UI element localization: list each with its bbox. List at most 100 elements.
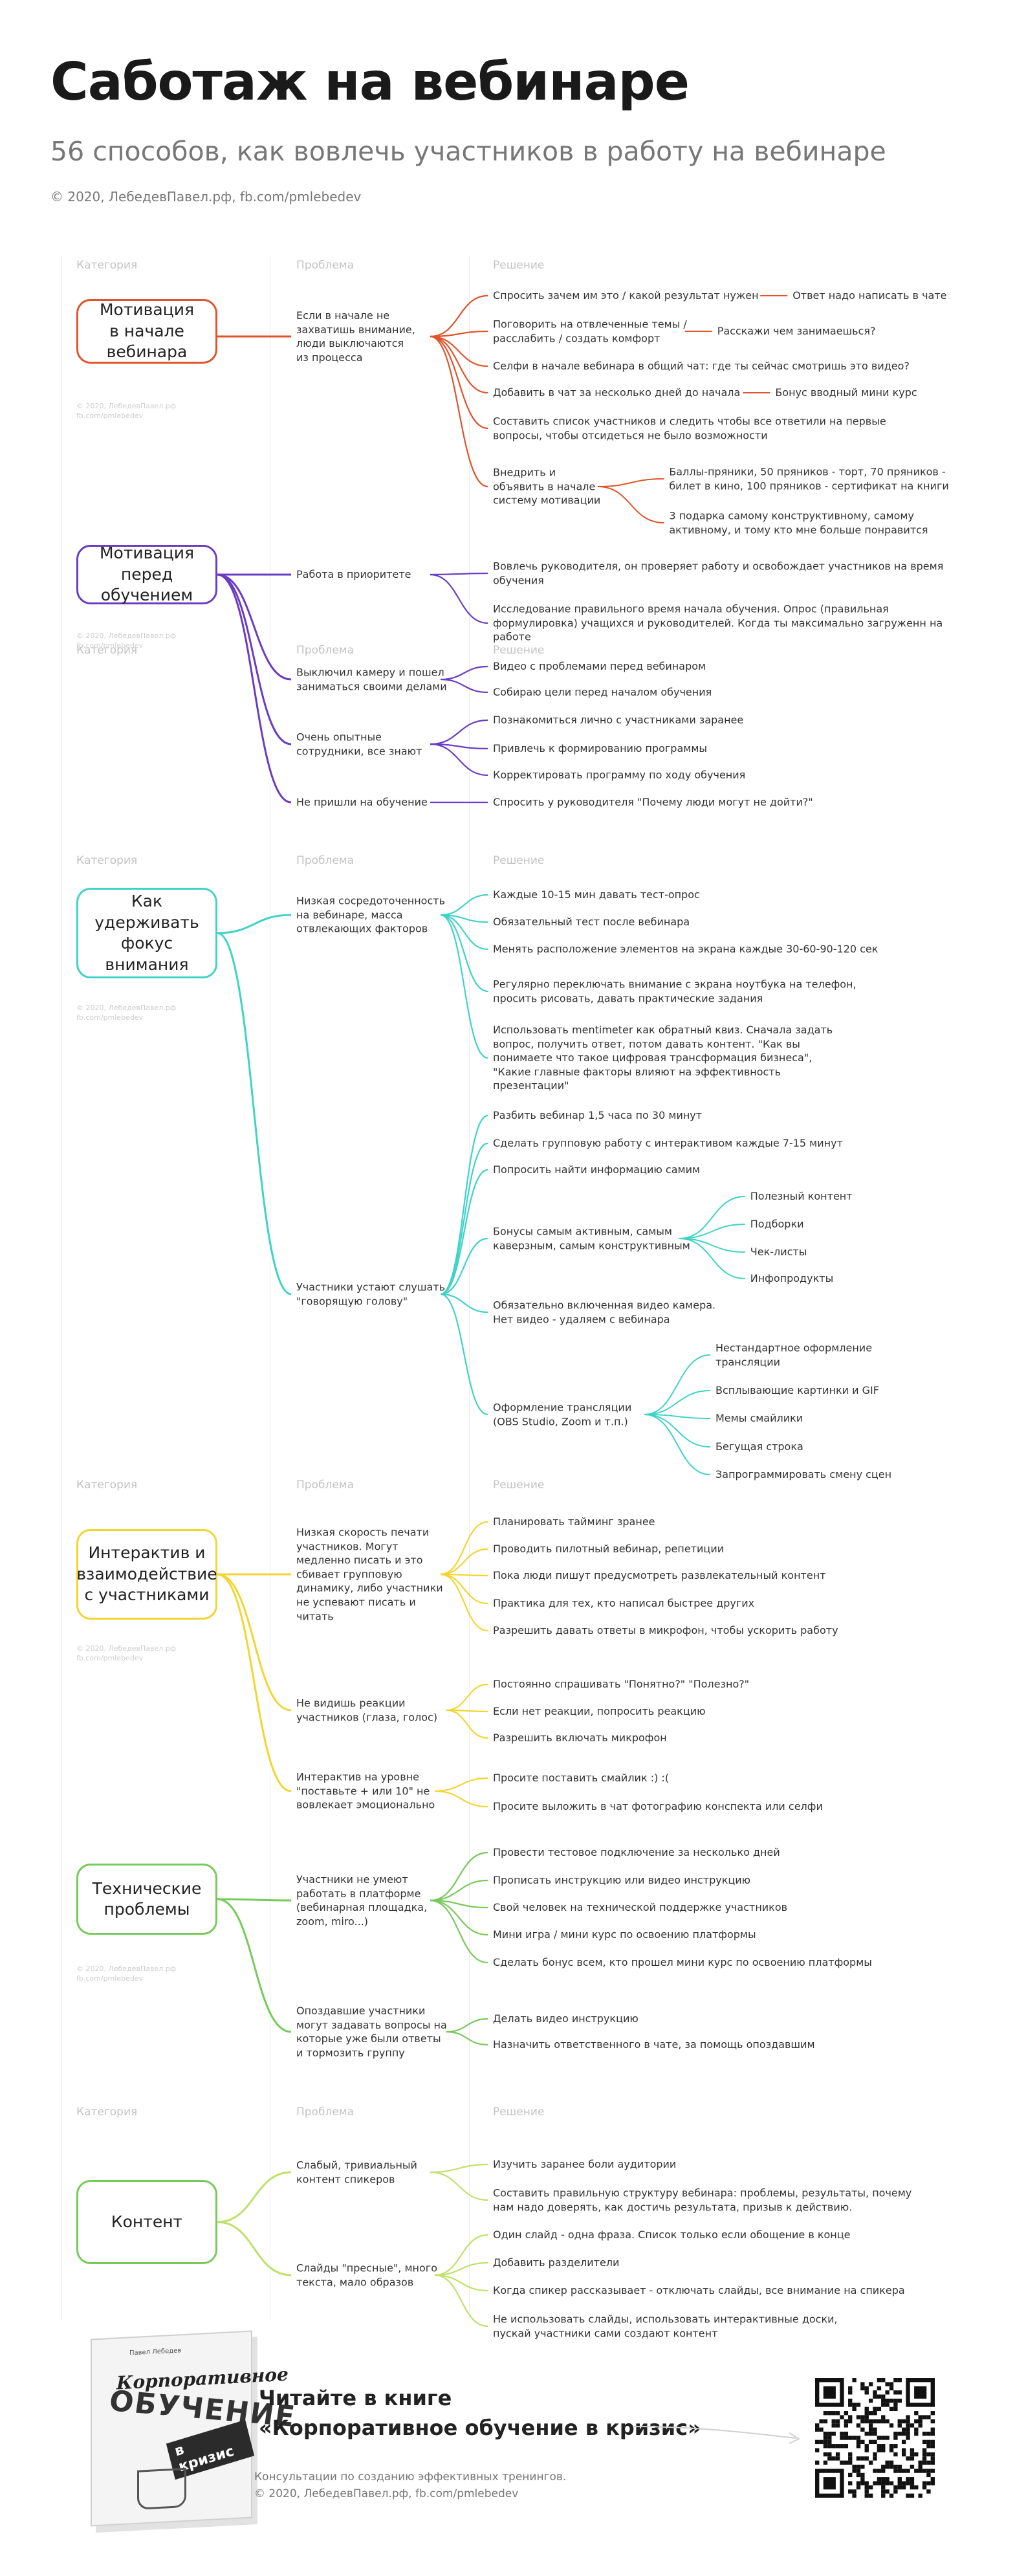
connector-line [441, 914, 488, 951]
connector-line [217, 1898, 292, 1902]
column-header-solution: Решение [493, 854, 545, 867]
category-box[interactable]: Контент [76, 2180, 217, 2264]
cup-illustration [137, 2467, 186, 2510]
problem-node: Опоздавшие участники могут задавать вопр… [296, 2004, 447, 2059]
connector-line [440, 914, 488, 1059]
connector-line [644, 1354, 711, 1415]
connector-line [217, 573, 292, 681]
watermark: © 2020, ЛебедевПавел.рф fb.com/pmlebedev [76, 402, 177, 421]
category-box[interactable]: Интерактив и взаимодействие с участникам… [76, 1529, 217, 1620]
solution-node: Практика для тех, кто написал быстрее др… [493, 1597, 755, 1610]
problem-node: Низкая скорость печати участников. Могут… [296, 1526, 443, 1622]
solution-node: Просите поставить смайлик :) :( [493, 1772, 670, 1785]
solution-node: Сделать бонус всем, кто прошел мини курс… [493, 1956, 872, 1969]
solution-node: Каждые 10-15 мин давать тест-опрос [493, 888, 700, 901]
sub-solution-node: Расскажи чем занимаешься? [717, 325, 876, 338]
book-promo-line1: Читайте в книге [259, 2386, 452, 2410]
sub-solution-node: Нестандартное оформление трансляции [715, 1341, 873, 1368]
solution-node: Поговорить на отвлеченные темы / расслаб… [493, 318, 687, 344]
problem-node: Работа в приоритете [296, 568, 411, 581]
connector-line [446, 1709, 488, 1739]
connector-line [217, 1573, 292, 1792]
problem-node: Слабый, тривиальный контент спикеров [296, 2159, 417, 2185]
category-box[interactable]: Как удерживать фокус внимания [76, 888, 217, 978]
connector-line [430, 1899, 488, 1936]
connector-line [440, 1293, 488, 1416]
category-box[interactable]: Технические проблемы [76, 1864, 217, 1935]
solution-node: Просите выложить в чат фотографию конспе… [493, 1800, 823, 1813]
connector-line [435, 1790, 488, 1808]
problem-node: Очень опытные сотрудники, все знают [296, 731, 422, 757]
solution-node: Регулярно переключать внимание с экрана … [493, 978, 857, 1004]
solution-node: Прописать инструкцию или видео инструкци… [493, 1874, 751, 1887]
solution-node: Постоянно спрашивать "Понятно?" "Полезно… [493, 1678, 750, 1691]
connector-line [440, 1169, 488, 1295]
column-header-category: Категория [76, 854, 138, 867]
connector-line [644, 1414, 711, 1448]
solution-node: Бонусы самым активным, самым каверзным, … [493, 1225, 690, 1251]
column-header-problem: Проблема [296, 259, 355, 272]
solution-node: Видео с проблемами перед вебинаром [493, 660, 706, 673]
connector-line [430, 1899, 488, 1964]
connector-line [435, 1777, 488, 1792]
sub-solution-node: 3 подарка самому конструктивному, самому… [669, 509, 928, 536]
watermark: © 2020, ЛебедевПавел.рф fb.com/pmlebedev [76, 1004, 177, 1022]
footer-copyright: © 2020, ЛебедевПавел.рф, fb.com/pmlebede… [254, 2487, 519, 2501]
solution-node: Селфи в начале вебинара в общий чат: где… [493, 360, 910, 373]
page-credit: © 2020, ЛебедевПавел.рф, fb.com/pmlebede… [50, 189, 362, 204]
column-header-category: Категория [76, 259, 138, 272]
qr-code-icon[interactable] [815, 2378, 935, 2498]
solution-node: Не использовать слайды, использовать инт… [493, 2313, 838, 2339]
sub-solution-node: Мемы смайлики [715, 1412, 803, 1425]
solution-node: Составить правильную структуру вебинара:… [493, 2186, 912, 2213]
connector-line [430, 743, 488, 750]
connector-line [441, 1573, 488, 1577]
solution-node: Вовлечь руководителя, он проверяет работ… [493, 560, 944, 586]
book-promo[interactable]: Читайте в книге «Корпоративное обучение … [259, 2383, 701, 2443]
solution-node: Планировать тайминг зранее [493, 1515, 655, 1528]
solution-node: Спросить у руководителя "Почему люди мог… [493, 796, 813, 809]
solution-node: Один слайд - одна фраза. Список только е… [493, 2229, 851, 2241]
connector-line [441, 1548, 488, 1576]
solution-node: Разрешить включать микрофон [493, 1732, 667, 1745]
column-header-category: Категория [76, 1479, 138, 1492]
solution-node: Собираю цели перед началом обучения [493, 686, 712, 699]
book-author: Павел Лебедев [129, 2347, 182, 2357]
connector-line [430, 335, 488, 488]
connector-line [430, 719, 488, 745]
column-header-solution: Решение [493, 259, 545, 272]
connector-line [217, 932, 292, 1295]
connector-line [217, 1898, 292, 2033]
connector-line [430, 2163, 488, 2174]
connector-line [430, 1899, 488, 1909]
arrow-icon [634, 2426, 801, 2444]
sub-solution-node: Всплывающие картинки и GIF [715, 1384, 879, 1397]
solution-node: Разрешить давать ответы в микрофон, чтоб… [493, 1624, 838, 1637]
solution-node: Составить список участников и следить чт… [493, 415, 886, 441]
connector-line [430, 330, 488, 338]
connector-line [441, 894, 488, 916]
solution-node: Исследование правильного время начала об… [493, 602, 943, 643]
solution-node: Изучить заранее боли аудитории [493, 2158, 677, 2171]
connector-line [440, 1573, 488, 1632]
column-header-problem: Проблема [296, 854, 355, 867]
connector-line [430, 743, 488, 776]
connector-line [440, 1521, 488, 1576]
problem-node: Если в начале не захватишь внимание, люд… [296, 309, 415, 364]
solution-node: Использовать mentimeter как обратный кви… [493, 1024, 833, 1092]
solution-node: Если нет реакции, попросить реакцию [493, 1705, 706, 1718]
problem-node: Участники устают слушать "говорящую голо… [296, 1281, 446, 1307]
solution-node: Назначить ответственного в чате, за помо… [493, 2038, 815, 2051]
connector-line [441, 914, 488, 923]
solution-node: Внедрить и объявить в начале систему мот… [493, 466, 601, 507]
column-guide-0 [61, 256, 62, 2320]
connector-line [441, 665, 488, 681]
problem-node: Выключил камеру и пошел заниматься своим… [296, 666, 447, 692]
category-box[interactable]: Мотивация перед обучением [76, 544, 217, 604]
sub-solution-node: Чек-листы [750, 1246, 807, 1259]
book-cover[interactable]: Павел Лебедев Корпоративное ОБУЧЕНИЕ в к… [91, 2330, 298, 2527]
category-box[interactable]: Мотивация в начале вебинара [76, 299, 217, 364]
solution-node: Проводить пилотный вебинар, репетиции [493, 1543, 725, 1556]
connector-line [430, 1851, 488, 1902]
connector-line [217, 573, 292, 745]
